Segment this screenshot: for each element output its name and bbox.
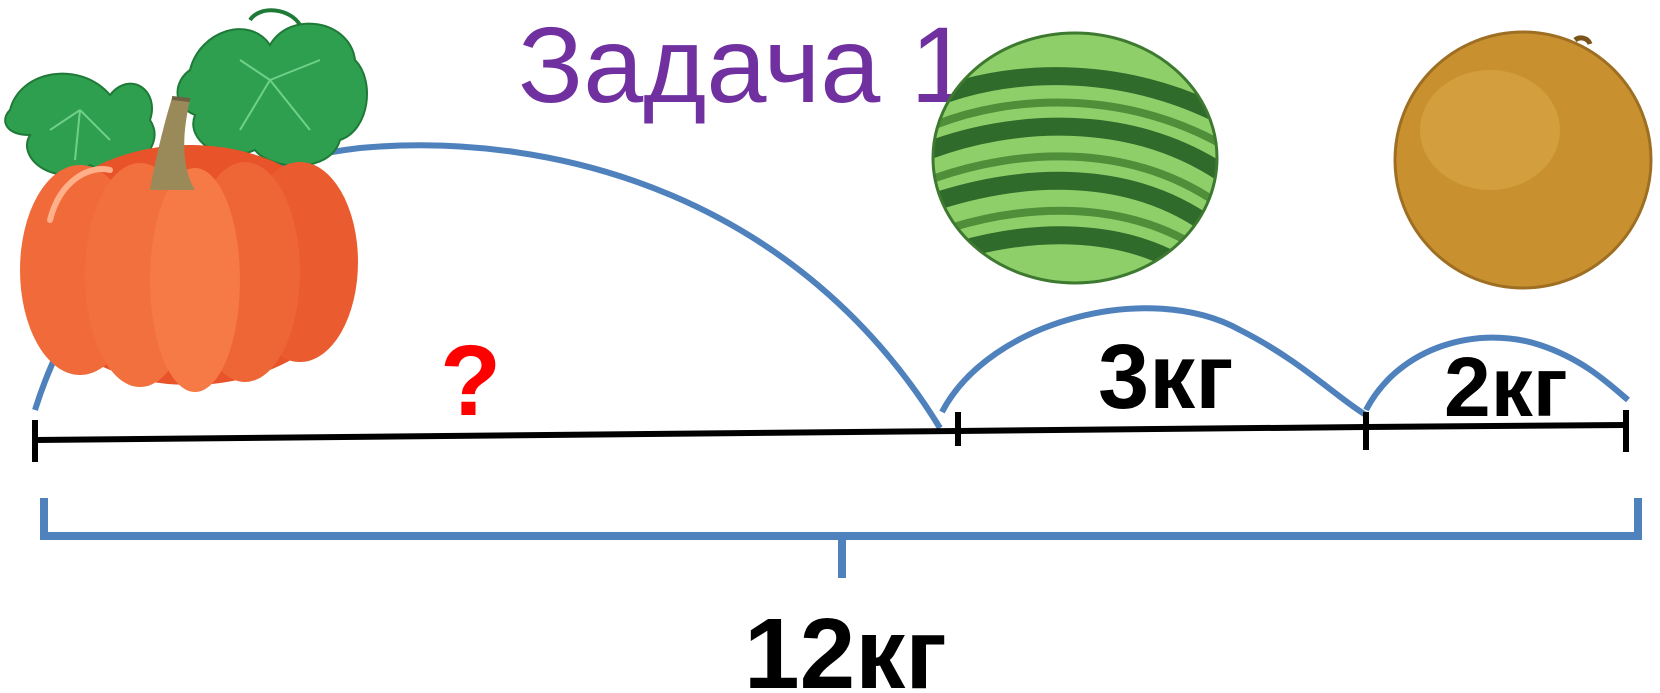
melon-weight-label: 2кг: [1444, 340, 1568, 434]
arc-melon: [1363, 334, 1630, 412]
watermelon-weight-label: 3кг: [1098, 326, 1234, 428]
segment-line: [32, 410, 1629, 462]
melon-icon: [1393, 30, 1653, 290]
diagram-title: Задача 1: [518, 4, 970, 125]
watermelon-icon: [931, 31, 1219, 285]
unknown-weight-label: ?: [440, 325, 501, 437]
arc-watermelon: [939, 305, 1368, 418]
total-bracket: [40, 498, 1642, 578]
total-weight-label: 12кг: [744, 598, 947, 693]
pumpkin-icon: [4, 8, 368, 392]
